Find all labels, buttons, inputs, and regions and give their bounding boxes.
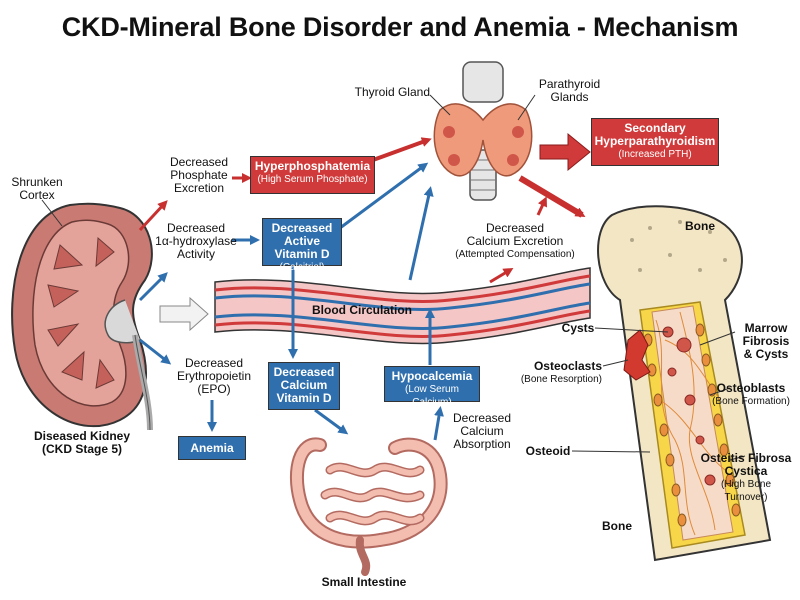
- hyperphosphatemia-box: Hyperphosphatemia(High Serum Phosphate): [250, 156, 375, 194]
- hypocalcemia-box: Hypocalcemia(Low Serum Calcium): [384, 366, 480, 408]
- osteoid-label: Osteoid: [525, 444, 571, 458]
- small-intestine-label: Small Intestine: [321, 575, 407, 589]
- bone-bottom-label: Bone: [602, 519, 632, 533]
- bone-top-label: Bone: [685, 219, 715, 233]
- cysts-label: Cysts: [561, 321, 595, 335]
- page-title: CKD-Mineral Bone Disorder and Anemia - M…: [61, 12, 739, 42]
- kidney-to-blood-arrow: [159, 296, 209, 332]
- bone-illustration: [571, 205, 772, 562]
- osteoblasts-label: Osteoblasts(Bone Formation): [712, 381, 790, 408]
- blood-vessel: [214, 267, 591, 345]
- thyroid-gland-label: Thyroid Gland: [354, 85, 430, 99]
- osteoclasts-label: Osteoclasts(Bone Resorption): [520, 359, 602, 386]
- intestine-illustration: [290, 437, 448, 576]
- kidney-illustration: [11, 199, 153, 431]
- anemia-box: Anemia: [178, 436, 246, 460]
- secondary-hpt-arrow: [539, 132, 591, 172]
- thyroid-illustration: [429, 61, 536, 201]
- arrows: [138, 137, 586, 441]
- kidney-name-label: Diseased Kidney(CKD Stage 5): [33, 429, 131, 456]
- blood-circulation-label: Blood Circulation: [312, 303, 412, 317]
